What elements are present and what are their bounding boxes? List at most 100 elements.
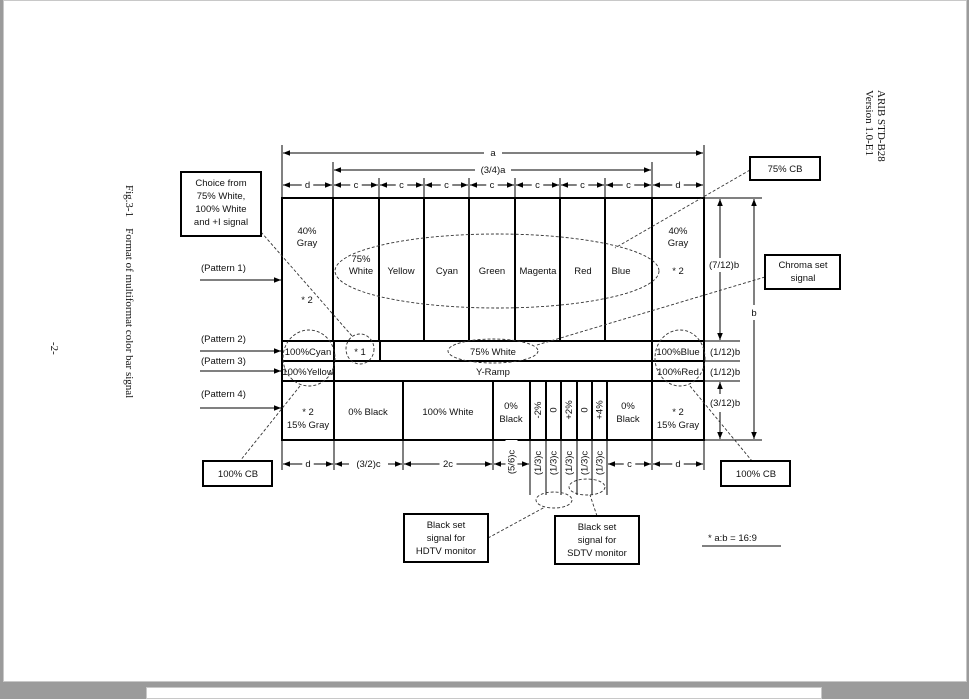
callout-hdtv-line2: signal for xyxy=(427,533,466,544)
p2-100-cyan: 100%Cyan xyxy=(285,347,331,358)
dim-label: c xyxy=(580,180,585,191)
dim-a: a xyxy=(490,148,496,159)
pattern-1: 40% Gray * 2 75% White Yellow Cyan Green… xyxy=(297,226,689,306)
dim-seven-twelfth-b: (7/12)b xyxy=(709,260,739,271)
pattern-2: 100%Cyan * 1 75% White 100%Blue xyxy=(285,347,700,358)
callout-choice-line1: Choice from xyxy=(195,178,246,189)
p1-left-note: * 2 xyxy=(301,295,313,306)
dim-label: d xyxy=(305,459,310,470)
callout-chroma-line1: Chroma set xyxy=(778,260,827,271)
callout-choice-line4: and +I signal xyxy=(194,217,248,228)
pattern-3-label: (Pattern 3) xyxy=(201,356,246,367)
page-number: -2- xyxy=(48,342,60,355)
p4-0-black: 0% Black xyxy=(348,407,388,418)
p4-100-white: 100% White xyxy=(422,407,473,418)
pattern-4-label: (Pattern 4) xyxy=(201,389,246,400)
dim-label: c xyxy=(354,180,359,191)
dim-label: c xyxy=(444,180,449,191)
dim-label: (1/3)c xyxy=(533,451,544,476)
p3-100-yellow: 100%Yellow xyxy=(282,367,334,378)
bar-75-white-pct: 75% xyxy=(351,254,371,265)
pluge-level: 0 xyxy=(549,407,560,412)
callout-chroma-line2: signal xyxy=(791,273,816,284)
pluge-level: +4% xyxy=(595,400,606,420)
pattern-labels: (Pattern 1) (Pattern 2) (Pattern 3) (Pat… xyxy=(200,263,281,411)
pattern-4: * 2 15% Gray 0% Black 100% White 0% Blac… xyxy=(287,400,699,431)
dim-label: 2c xyxy=(443,459,453,470)
p3-y-ramp: Y-Ramp xyxy=(476,367,510,378)
p1-left-pct: 40% xyxy=(297,226,317,237)
dim-label: d xyxy=(675,180,680,191)
pattern-2-label: (Pattern 2) xyxy=(201,334,246,345)
standard-id: ARIB STD-B28 xyxy=(875,90,887,162)
dim-label: c xyxy=(626,180,631,191)
callout-sdtv-line2: signal for xyxy=(578,535,617,546)
version: Version 1.0-E1 xyxy=(863,90,875,156)
callout-100-cb-right: 100% CB xyxy=(720,460,791,487)
bar-cyan: Cyan xyxy=(436,266,458,277)
dim-three-twelfth-b: (3/12)b xyxy=(710,398,740,409)
aspect-note: * a:b = 16:9 xyxy=(702,533,781,547)
dim-label: d xyxy=(305,180,310,191)
callout-choice: Choice from 75% White, 100% White and +I… xyxy=(180,171,262,237)
dim-label: (1/3)c xyxy=(580,451,591,476)
p2-note-1: * 1 xyxy=(354,347,366,358)
dim-label: c xyxy=(535,180,540,191)
dim-label: (1/3)c xyxy=(564,451,575,476)
dim-one-twelfth-b-1: (1/12)b xyxy=(710,347,740,358)
p1-left-gray: Gray xyxy=(297,238,318,249)
pluge-level: -2% xyxy=(533,401,544,418)
callout-choice-line2: 75% White, xyxy=(197,191,246,202)
dim-label: (1/3)c xyxy=(595,451,606,476)
bar-blue: Blue xyxy=(611,266,630,277)
dim-label: c xyxy=(627,459,632,470)
bar-yellow: Yellow xyxy=(387,266,414,277)
annotation-leaders xyxy=(239,169,766,539)
callout-chroma-set: Chroma set signal xyxy=(764,254,841,290)
bar-magenta: Magenta xyxy=(520,266,558,277)
dim-label: c xyxy=(399,180,404,191)
callout-100-cb-left: 100% CB xyxy=(202,460,273,487)
pluge-level: 0 xyxy=(580,407,591,412)
pattern-3: 100%Yellow Y-Ramp 100%Red xyxy=(282,367,699,378)
callout-hdtv-line3: HDTV monitor xyxy=(416,546,476,557)
right-dimensions: (7/12)b (1/12)b (1/12)b (3/12)b b xyxy=(704,197,762,441)
p3-100-red: 100%Red xyxy=(657,367,699,378)
p4-black2-pct: 0% xyxy=(621,401,635,412)
dim-label: (5/6)c xyxy=(507,450,518,475)
p4-black1: Black xyxy=(499,414,522,425)
p4-right-note: * 2 xyxy=(672,407,684,418)
p4-left-gray: 15% Gray xyxy=(287,420,329,431)
document-header: ARIB STD-B28 Version 1.0-E1 xyxy=(863,90,887,162)
p4-left-note: * 2 xyxy=(302,407,314,418)
callout-sdtv: Black set signal for SDTV monitor xyxy=(554,515,640,565)
p4-right-gray: 15% Gray xyxy=(657,420,699,431)
p4-black2: Black xyxy=(616,414,639,425)
dim-one-twelfth-b-2: (1/12)b xyxy=(710,367,740,378)
callout-sdtv-line3: SDTV monitor xyxy=(567,548,627,559)
bottom-dimensions: d (3/2)c 2c (5/6)c (1/3)c (1/3)c (1/3)c (1/3)c (… xyxy=(281,440,705,495)
callout-hdtv-line1: Black set xyxy=(427,520,466,531)
callout-100-cb-right-text: 100% CB xyxy=(736,469,776,480)
callout-75-cb: 75% CB xyxy=(749,156,821,181)
p2-75-white: 75% White xyxy=(470,347,516,358)
p1-right-gray: Gray xyxy=(668,238,689,249)
bar-green: Green xyxy=(479,266,505,277)
p1-right-note: * 2 xyxy=(672,266,684,277)
dim-label: (1/3)c xyxy=(549,451,560,476)
dim-three-quarter-a: (3/4)a xyxy=(481,165,507,176)
p4-black1-pct: 0% xyxy=(504,401,518,412)
callout-100-cb-left-text: 100% CB xyxy=(218,469,258,480)
callout-hdtv: Black set signal for HDTV monitor xyxy=(403,513,489,563)
aspect-ratio-note: * a:b = 16:9 xyxy=(708,533,757,544)
p1-right-pct: 40% xyxy=(668,226,688,237)
callout-choice-line3: 100% White xyxy=(195,204,246,215)
callout-sdtv-line1: Black set xyxy=(578,522,617,533)
pluge-level: +2% xyxy=(564,400,575,420)
dim-b: b xyxy=(751,308,756,319)
dim-label: (3/2)c xyxy=(356,459,381,470)
p2-100-blue: 100%Blue xyxy=(656,347,699,358)
callout-75-cb-text: 75% CB xyxy=(768,164,803,175)
